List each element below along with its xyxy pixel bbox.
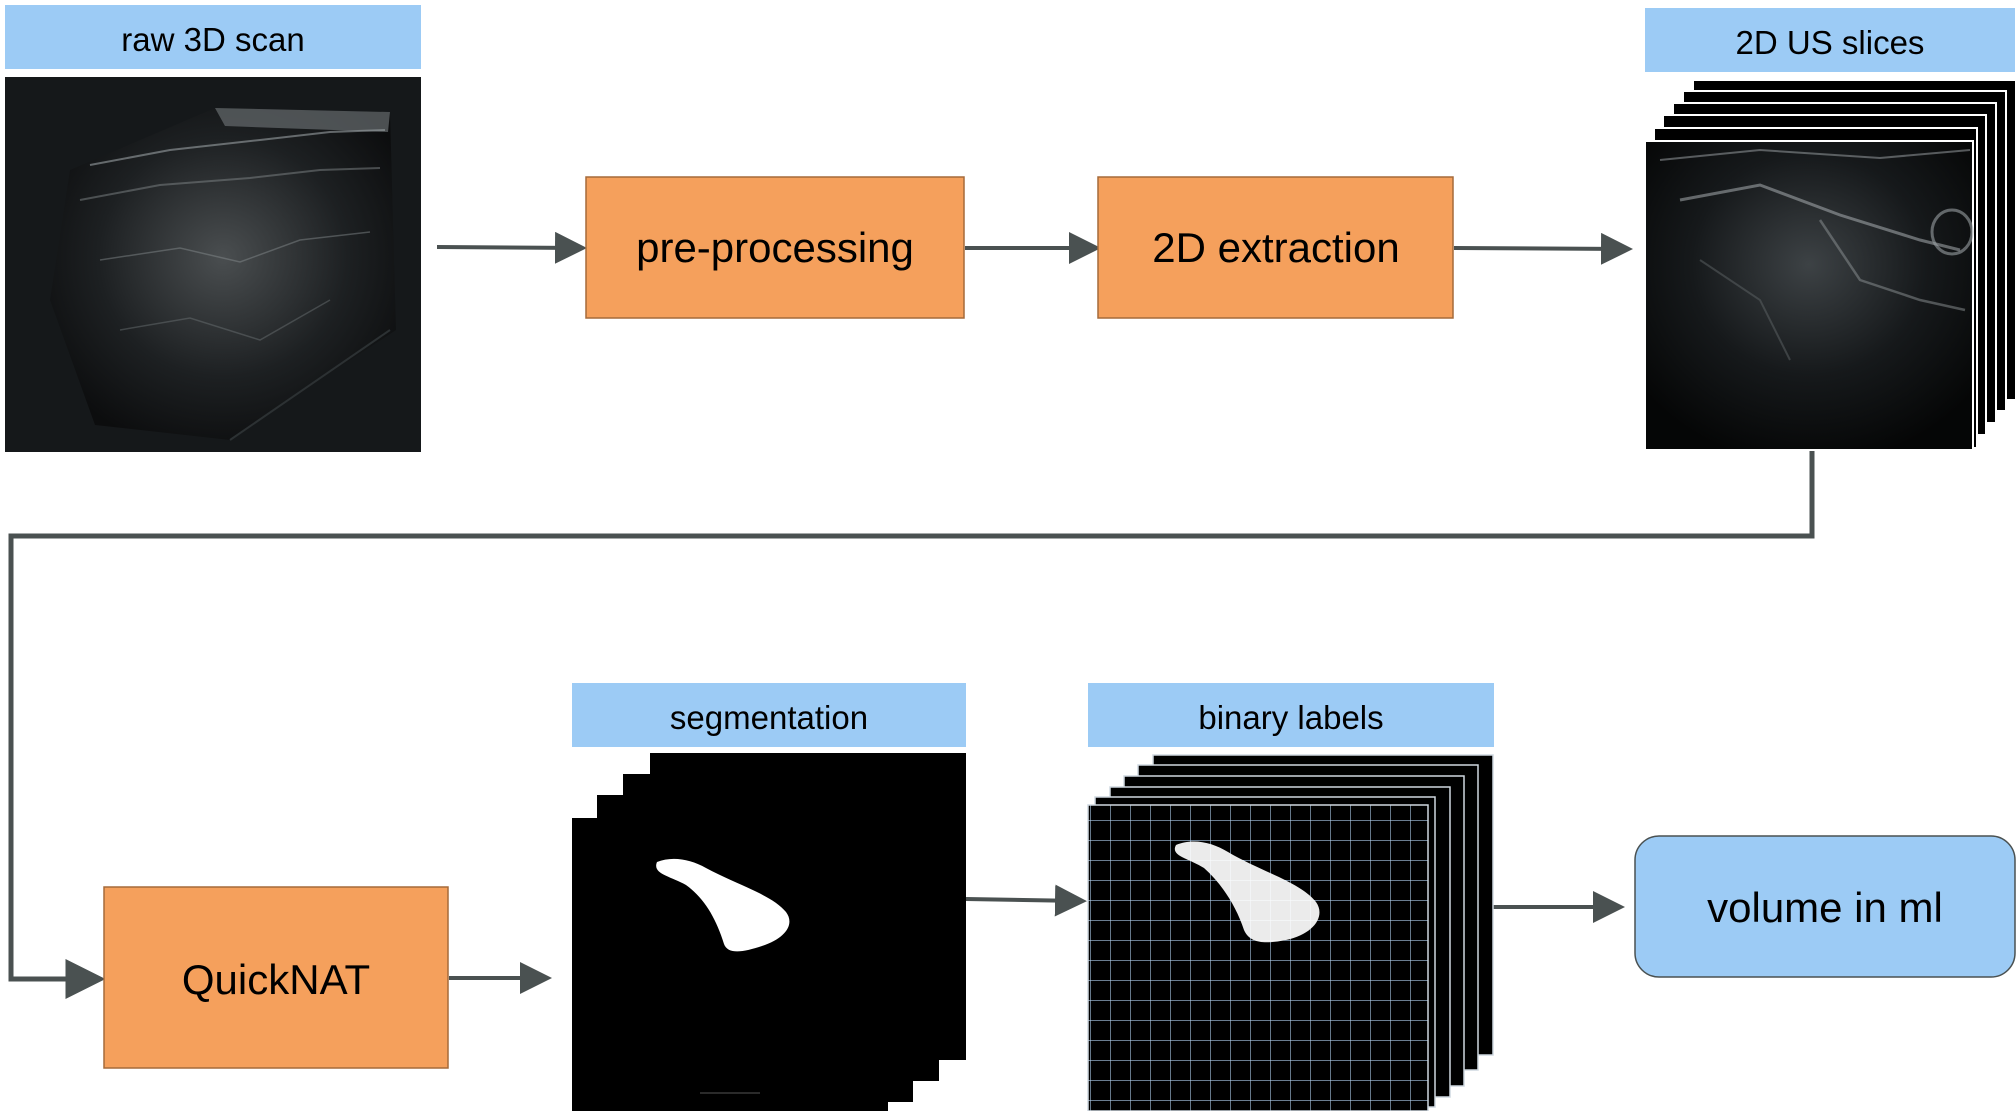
binary-labels-group: binary labels [1087,683,1494,1111]
binary-label-grid-stack-image-icon [1087,754,1494,1111]
segmentation-mask-stack-image-icon [572,753,966,1111]
raw-scan-label-bg [5,5,421,69]
quicknat-label: QuickNAT [182,956,370,1003]
segmentation-label-bg [572,683,966,747]
us-slices-label-bg [1645,8,2015,72]
extraction-label: 2D extraction [1152,224,1399,271]
segmentation-group: segmentation [572,683,966,1111]
binary-labels-label: binary labels [1198,699,1383,736]
volume-box [1634,835,2016,978]
segmentation-label: segmentation [670,699,868,736]
binary-label-mask-shape [1174,841,1320,943]
quicknat-step: QuickNAT [103,886,449,1069]
preprocessing-label: pre-processing [636,224,914,271]
volume-output: volume in ml [1634,835,2016,978]
raw-scan-label: raw 3D scan [121,21,304,58]
connectors [8,231,1815,999]
arrow-segmentation-to-labels [965,884,1087,917]
arrow-extraction-to-slices [1453,232,1633,265]
binary-labels-label-bg [1088,683,1494,747]
arrow-scan-to-preprocessing [436,231,587,264]
us-slices-group: 2D US slices [1644,8,2016,451]
ultrasound-volume-image-icon [5,77,421,452]
us-slices-label: 2D US slices [1736,24,1925,61]
segmentation-mask-shape [656,858,790,952]
quicknat-box [103,886,449,1069]
extraction-step: 2D extraction [1097,176,1454,319]
ultrasound-slice-stack-image-icon [1644,79,2016,451]
connector-slices-to-quicknat [8,450,1815,999]
raw-scan-group: raw 3D scan [5,5,421,452]
preprocessing-step: pre-processing [585,176,965,319]
preprocessing-box [585,176,965,319]
extraction-box [1097,176,1454,319]
volume-label: volume in ml [1707,884,1943,931]
